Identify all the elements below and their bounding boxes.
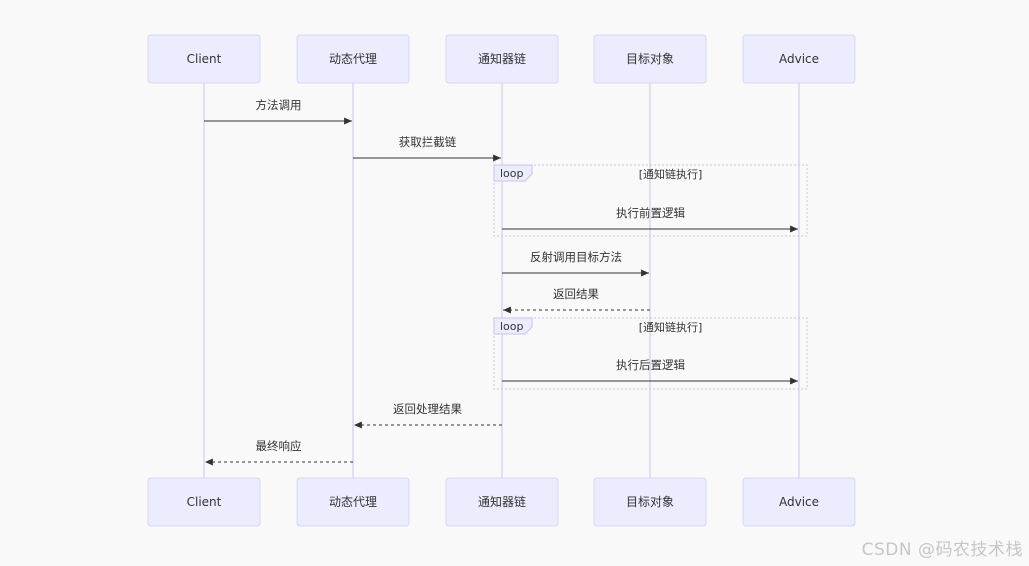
message-label: 返回处理结果 bbox=[393, 402, 462, 416]
actor-box bbox=[296, 477, 410, 527]
actor-box bbox=[742, 477, 856, 527]
message-label: 执行前置逻辑 bbox=[616, 206, 685, 220]
actor-label: Client bbox=[187, 52, 222, 66]
loop-tag-box bbox=[493, 317, 533, 335]
actor-box bbox=[296, 34, 410, 84]
lifelines bbox=[203, 83, 800, 478]
actor-box bbox=[147, 34, 261, 84]
actor-box bbox=[445, 34, 559, 84]
actor-label: 通知器链 bbox=[478, 51, 526, 66]
actor-client-bottom: Client bbox=[147, 477, 261, 527]
message: 执行后置逻辑 bbox=[502, 358, 798, 385]
actor-label: 动态代理 bbox=[329, 52, 377, 66]
actor-client-top: Client bbox=[147, 34, 261, 84]
message-label: 最终响应 bbox=[256, 439, 302, 453]
actor-label: 目标对象 bbox=[626, 52, 674, 66]
actor-proxy-bottom: 动态代理 bbox=[296, 477, 410, 527]
actor-label: Advice bbox=[779, 495, 819, 509]
actor-box bbox=[742, 34, 856, 84]
actors-bottom: Client 动态代理 通知器链 目标对象 Advice bbox=[147, 477, 856, 527]
actor-advice-top: Advice bbox=[742, 34, 856, 84]
actor-target-bottom: 目标对象 bbox=[593, 477, 707, 527]
loop-frame: loop [通知链执行] bbox=[493, 164, 808, 237]
message-label: 反射调用目标方法 bbox=[530, 250, 622, 264]
actor-label: 动态代理 bbox=[329, 495, 377, 509]
message-label: 方法调用 bbox=[256, 98, 302, 112]
actor-target-top: 目标对象 bbox=[593, 34, 707, 84]
actor-box bbox=[445, 477, 559, 527]
actor-box bbox=[593, 477, 707, 527]
message: 方法调用 bbox=[204, 98, 352, 125]
actor-advice-bottom: Advice bbox=[742, 477, 856, 527]
actor-label: Advice bbox=[779, 52, 819, 66]
loop-border bbox=[493, 317, 808, 390]
loop-tag: loop bbox=[500, 320, 524, 333]
message: 执行前置逻辑 bbox=[502, 206, 798, 233]
actors-top: Client 动态代理 通知器链 目标对象 Advice bbox=[147, 34, 856, 84]
actor-box bbox=[593, 34, 707, 84]
loop-tag-box bbox=[493, 164, 533, 182]
actor-chain-bottom: 通知器链 bbox=[445, 477, 559, 527]
message: 获取拦截链 bbox=[353, 135, 501, 162]
loop-frames: loop [通知链执行] loop [通知链执行] bbox=[493, 164, 808, 390]
actor-chain-top: 通知器链 bbox=[445, 34, 559, 84]
loop-frame: loop [通知链执行] bbox=[493, 317, 808, 390]
actor-proxy-top: 动态代理 bbox=[296, 34, 410, 84]
message-label: 获取拦截链 bbox=[399, 135, 457, 149]
watermark: CSDN @码农技术栈 bbox=[861, 540, 1023, 560]
message-label: 执行后置逻辑 bbox=[616, 358, 685, 372]
message: 返回处理结果 bbox=[354, 402, 502, 429]
messages: 方法调用获取拦截链执行前置逻辑反射调用目标方法返回结果执行后置逻辑返回处理结果最… bbox=[204, 98, 798, 466]
actor-label: Client bbox=[187, 495, 222, 509]
actor-label: 通知器链 bbox=[478, 494, 526, 509]
actor-label: 目标对象 bbox=[626, 495, 674, 509]
message-label: 返回结果 bbox=[553, 287, 599, 301]
actor-box bbox=[147, 477, 261, 527]
loop-tag: loop bbox=[500, 167, 524, 180]
loop-condition: [通知链执行] bbox=[639, 320, 703, 334]
loop-border bbox=[493, 164, 808, 237]
message: 返回结果 bbox=[503, 287, 650, 314]
message: 最终响应 bbox=[205, 439, 353, 466]
message: 反射调用目标方法 bbox=[502, 250, 649, 277]
loop-condition: [通知链执行] bbox=[639, 167, 703, 181]
